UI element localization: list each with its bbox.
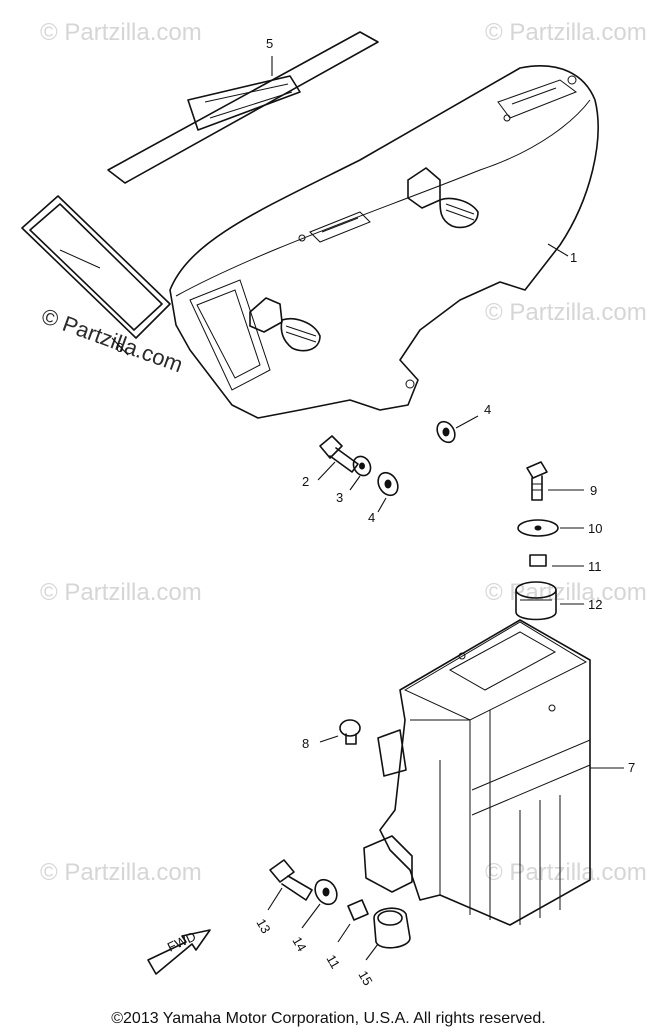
callout-11b: 11 <box>323 952 343 971</box>
watermark: © Partzilla.com <box>40 579 202 606</box>
watermark: © Partzilla.com <box>485 19 647 46</box>
callout-11a: 11 <box>588 559 602 574</box>
callout-8: 8 <box>302 736 309 751</box>
part-2-bolt <box>317 435 359 481</box>
part-11-collar-upper <box>529 554 584 567</box>
watermark: © Partzilla.com <box>485 579 647 606</box>
part-4-washer-upper <box>436 415 479 444</box>
part-14-washer <box>301 878 338 929</box>
callout-15: 15 <box>355 968 375 988</box>
fwd-label: FWD <box>165 929 198 955</box>
watermark: © Partzilla.com <box>485 299 647 326</box>
callout-3: 3 <box>336 490 343 505</box>
callout-labels: 1 2 3 4 4 5 6 7 8 9 10 11 11 12 13 14 15 <box>116 36 635 988</box>
part-6-reflector <box>21 195 171 356</box>
callout-7: 7 <box>628 760 635 775</box>
callout-12: 12 <box>588 597 602 612</box>
part-4-washer-lower <box>377 471 399 513</box>
callout-13: 13 <box>253 916 273 936</box>
part-12-rubber <box>515 581 584 621</box>
watermark: © Partzilla.com <box>40 859 202 886</box>
part-10-washer <box>517 519 584 537</box>
callout-5: 5 <box>266 36 273 51</box>
battery-box-bracket <box>363 729 413 893</box>
part-13-bolt <box>267 859 313 911</box>
part-15-grommet <box>365 907 411 961</box>
callout-10: 10 <box>588 521 602 536</box>
cover-grommet-lower <box>249 297 321 352</box>
part-8-knob <box>319 719 361 745</box>
forward-direction-arrow: FWD <box>147 929 211 975</box>
part-7-battery-box <box>379 619 624 926</box>
part-1-side-cover <box>169 65 599 419</box>
callout-1: 1 <box>570 250 577 265</box>
copyright-notice: ©2013 Yamaha Motor Corporation, U.S.A. A… <box>111 1010 546 1027</box>
callout-4a: 4 <box>484 402 491 417</box>
watermark: © Partzilla.com <box>40 19 202 46</box>
watermark: © Partzilla.com <box>485 859 647 886</box>
part-3-washer <box>349 455 372 491</box>
callout-6: 6 <box>116 340 123 355</box>
callout-4b: 4 <box>368 510 375 525</box>
part-9-bolt <box>526 461 584 501</box>
callout-9: 9 <box>590 483 597 498</box>
cover-grommet-upper <box>407 167 479 229</box>
callout-2: 2 <box>302 474 309 489</box>
callout-14: 14 <box>289 934 309 954</box>
part-5-emblem <box>107 31 379 184</box>
part-11-collar-lower <box>337 899 369 943</box>
